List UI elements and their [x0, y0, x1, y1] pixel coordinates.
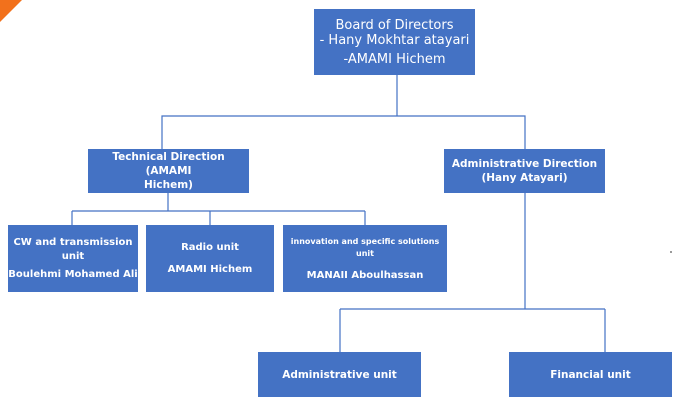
board-title: Board of Directors	[335, 17, 454, 33]
financial-unit-box: Financial unit	[509, 352, 672, 397]
cw-unit-head: Boulehmi Mohamed Ali	[8, 268, 138, 280]
financial-unit-title: Financial unit	[550, 368, 631, 381]
administrative-direction-label: Administrative Direction	[451, 158, 598, 170]
technical-direction-label: Hichem)	[144, 179, 193, 191]
technical-direction-box: Technical Direction (AMAMI Hichem)	[88, 149, 249, 193]
innovation-unit-box: innovation and specific solutions unit M…	[283, 225, 447, 292]
board-of-directors-box: Board of Directors - Hany Mokhtar atayar…	[314, 9, 475, 75]
radio-unit-box: Radio unit AMAMI Hichem	[146, 225, 274, 292]
cw-transmission-unit-box: CW and transmission unit Boulehmi Mohame…	[8, 225, 138, 292]
administrative-direction-label: (Hany Atayari)	[481, 172, 568, 184]
radio-unit-title: Radio unit	[181, 241, 239, 253]
stray-dot	[670, 251, 672, 253]
connector-board-to-directions	[161, 75, 526, 149]
connector-technical-to-units	[71, 193, 366, 225]
innovation-unit-title: innovation and specific solutions unit	[290, 236, 440, 258]
administrative-unit-box: Administrative unit	[258, 352, 421, 397]
technical-direction-label: Technical Direction (AMAMI	[112, 151, 225, 177]
administrative-direction-box: Administrative Direction (Hany Atayari)	[444, 149, 605, 193]
radio-unit-head: AMAMI Hichem	[167, 263, 253, 275]
administrative-unit-title: Administrative unit	[282, 368, 397, 381]
cw-unit-title: unit	[61, 250, 85, 262]
board-member: -AMAMI Hichem	[343, 51, 446, 67]
innovation-unit-head: MANAII Aboulhassan	[306, 269, 424, 281]
board-member: - Hany Mokhtar atayari	[319, 32, 470, 48]
connector-administrative-to-units	[339, 193, 606, 352]
cw-unit-title: CW and transmission	[13, 236, 133, 248]
